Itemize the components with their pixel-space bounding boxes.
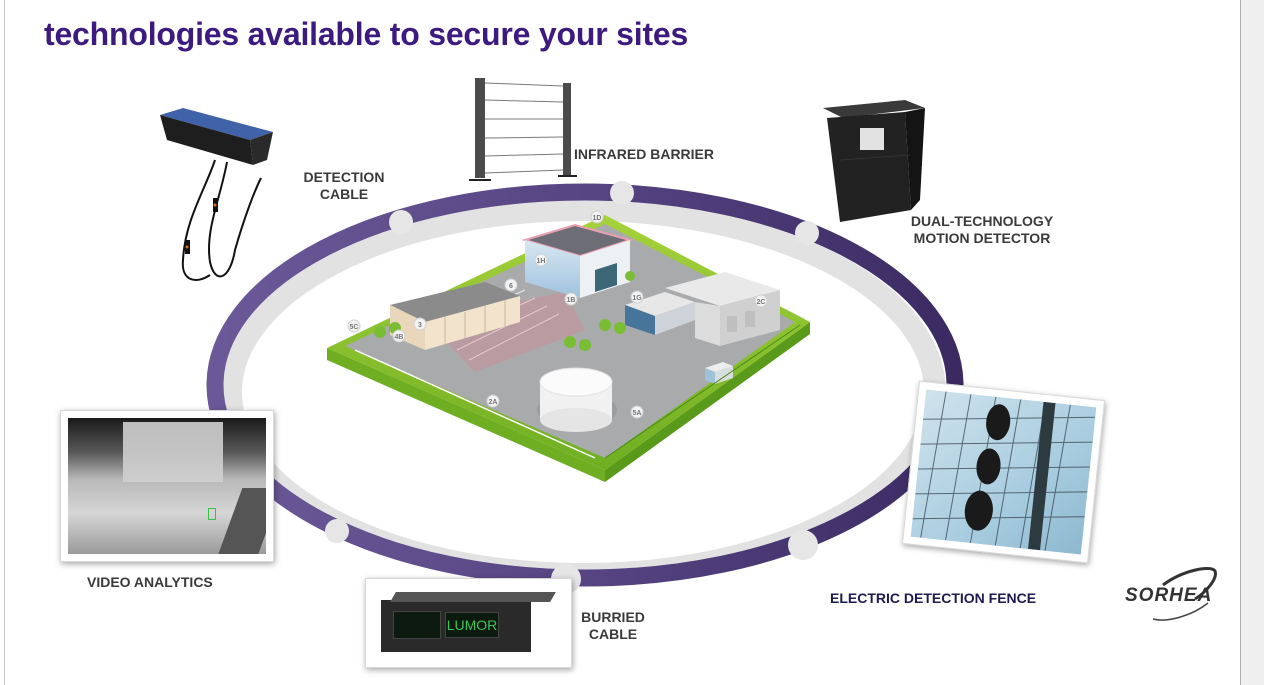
label-electric-detection-fence: ELECTRIC DETECTION FENCE [830,590,1037,606]
svg-text:1G: 1G [632,295,642,302]
svg-text:2C: 2C [757,299,766,306]
logo-swoosh-icon [1152,567,1217,621]
svg-text:5C: 5C [350,324,359,331]
site-marker: 5C [347,319,361,333]
site-illustration: 1D 1H 6 1B 1G 2C 5C 4B 3 2A 5A [327,210,810,482]
detection-cable-device-image [160,108,273,281]
svg-text:3: 3 [418,322,422,329]
svg-text:1B: 1B [567,297,576,304]
device-display-lumor: LUMOR [445,612,499,638]
svg-text:2A: 2A [489,399,498,406]
side-panel [1240,0,1264,685]
site-marker: 5A [630,405,644,419]
ring-node-infrared-barrier [610,181,634,205]
site-marker: 4B [392,329,406,343]
label-dual-technology-motion-detector: DUAL-TECHNOLOGY MOTION DETECTOR [910,213,1054,246]
svg-text:6: 6 [509,283,513,290]
device-top [390,592,556,602]
site-marker: 1G [630,290,644,304]
slide: technologies available to secure your si… [5,0,1240,685]
site-marker: 1H [534,253,548,267]
label-video-analytics: VIDEO ANALYTICS [87,574,213,590]
site-marker: 3 [413,317,427,331]
svg-text:5A: 5A [633,410,642,417]
site-marker: 1D [590,210,604,224]
site-marker: 2A [486,394,500,408]
slide-title: technologies available to secure your si… [44,16,689,52]
thermal-building [123,422,223,482]
label-burried-cable: BURRIED CABLE [581,609,645,642]
svg-text:1H: 1H [537,258,546,265]
detection-box [208,508,216,520]
sorhea-logo: SORHEA [1123,565,1223,625]
motion-detector-image [823,100,925,222]
ring-node-motion-detector [795,221,819,245]
infrared-barrier-image [469,78,577,181]
ring-node-video-analytics [325,519,349,543]
svg-text:1D: 1D [593,215,602,222]
logo-text: SORHEA [1125,585,1213,606]
site-markers: 1D 1H 6 1B 1G 2C 5C 4B 3 2A 5A [347,210,768,419]
svg-text:4B: 4B [395,334,404,341]
ring-node-electric-fence [788,530,818,560]
fence-grid [912,391,1096,551]
label-detection-cable: DETECTION CABLE [303,169,385,202]
window-left-border [0,0,5,685]
electric-fence-image [901,380,1106,564]
ring-node-detection-cable [389,210,413,234]
video-analytics-image [60,410,274,562]
site-marker: 6 [504,278,518,292]
burried-cable-device-image: LUMOR [365,578,572,668]
thermal-wall [209,488,266,554]
device-display-left [393,611,441,639]
site-marker: 2C [754,294,768,308]
site-marker: 1B [564,292,578,306]
label-infrared-barrier: INFRARED BARRIER [574,146,714,162]
